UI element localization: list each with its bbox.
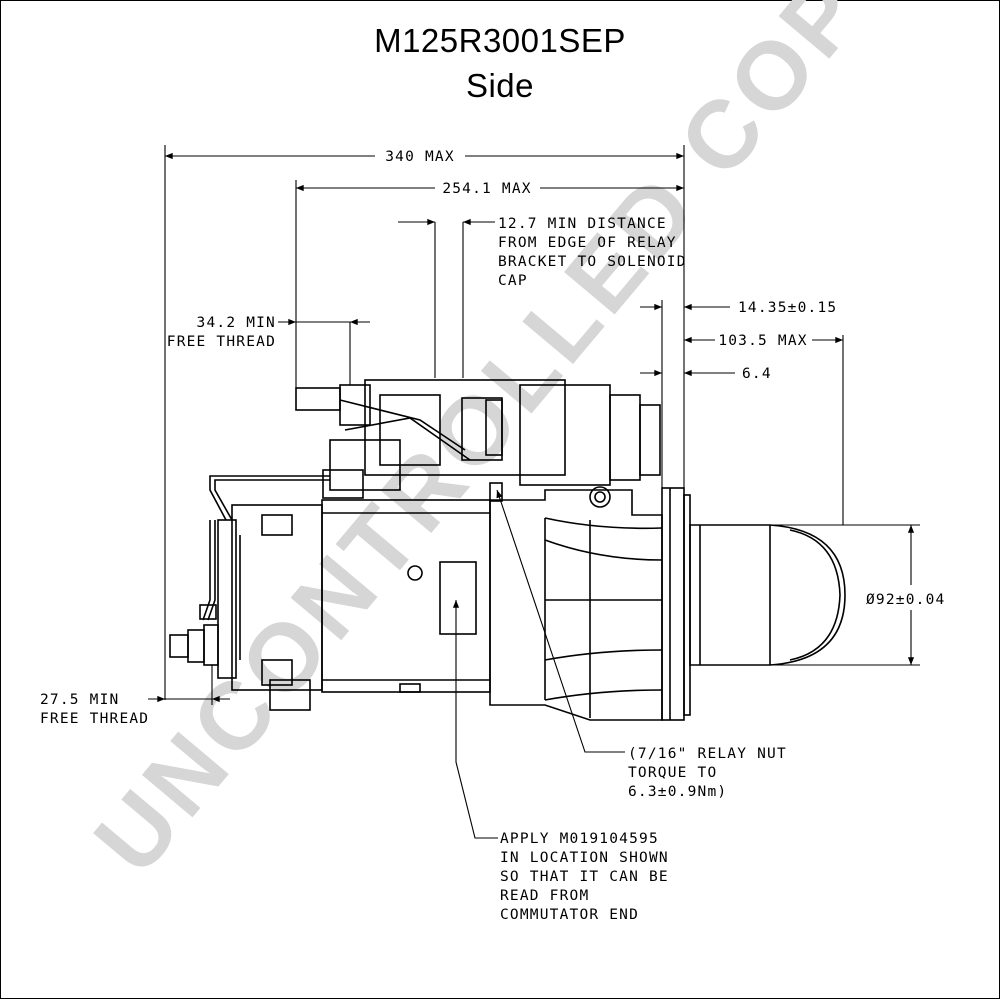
note-relay-nut-line2: TORQUE TO bbox=[628, 765, 717, 781]
note-apply-line4: READ FROM bbox=[500, 888, 589, 904]
note-apply-line1: APPLY M019104595 bbox=[500, 831, 659, 847]
dimensions: 340 MAX 254.1 MAX 12.7 MIN DISTANCE FROM… bbox=[40, 145, 945, 727]
relay-assembly bbox=[295, 384, 503, 502]
wiring-harness bbox=[199, 475, 330, 621]
dim-free-thread-bottom-line1: 27.5 MIN bbox=[40, 692, 119, 708]
dim-offset: 6.4 bbox=[742, 366, 772, 382]
notes: (7/16" RELAY NUT TORQUE TO 6.3±0.9Nm) AP… bbox=[452, 489, 787, 923]
dim-nose-length: 103.5 MAX bbox=[718, 333, 807, 349]
note-relay-nut-line3: 6.3±0.9Nm) bbox=[628, 784, 727, 800]
terminal-stud-bottom bbox=[169, 624, 219, 666]
mounting-flange bbox=[661, 487, 691, 721]
dim-min-distance-line3: BRACKET TO SOLENOID bbox=[498, 254, 687, 270]
drawing-subtitle: Side bbox=[465, 67, 535, 104]
dim-min-distance-line2: FROM EDGE OF RELAY bbox=[498, 235, 677, 251]
dim-free-thread-top-line1: 34.2 MIN bbox=[197, 315, 276, 331]
note-apply-line3: SO THAT IT CAN BE bbox=[500, 869, 669, 885]
note-apply-line5: COMMUTATOR END bbox=[500, 907, 639, 923]
dim-pilot-diameter: Ø92±0.04 bbox=[866, 592, 945, 608]
drawing-title: M125R3001SEP bbox=[374, 22, 626, 59]
nose-housing bbox=[689, 524, 846, 666]
dim-length-254: 254.1 MAX bbox=[442, 181, 531, 197]
note-apply-line2: IN LOCATION SHOWN bbox=[500, 850, 669, 866]
dim-min-distance-line4: CAP bbox=[498, 273, 528, 289]
note-relay-nut-line1: (7/16" RELAY NUT bbox=[628, 746, 787, 762]
starter-motor bbox=[169, 379, 846, 721]
dim-free-thread-top-line2: FREE THREAD bbox=[167, 334, 276, 350]
dim-flange-thickness: 14.35±0.15 bbox=[738, 300, 837, 316]
dim-min-distance-line1: 12.7 MIN DISTANCE bbox=[498, 216, 667, 232]
drive-housing bbox=[489, 489, 663, 721]
dim-overall-length: 340 MAX bbox=[385, 149, 455, 165]
solenoid bbox=[364, 379, 661, 508]
dim-free-thread-bottom-line2: FREE THREAD bbox=[40, 711, 149, 727]
